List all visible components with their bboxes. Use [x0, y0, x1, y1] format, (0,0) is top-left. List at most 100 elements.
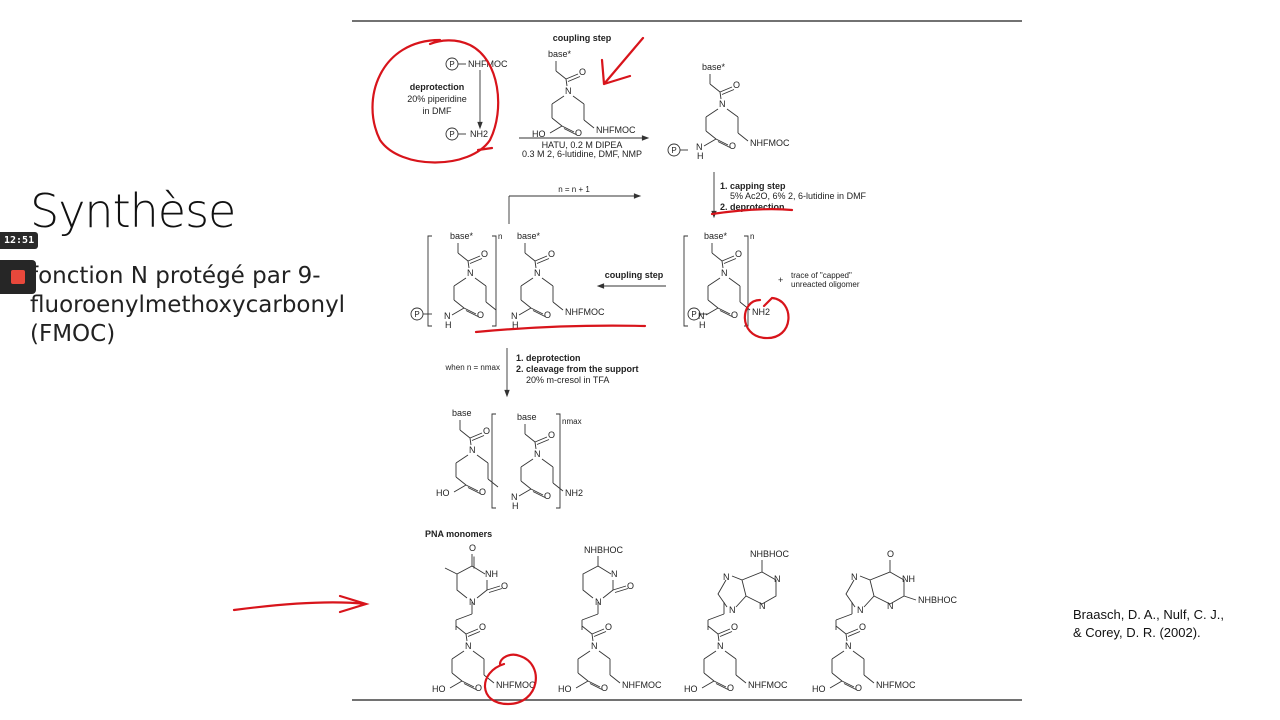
bond — [453, 299, 465, 309]
bond — [455, 454, 469, 464]
oxygen-label: O — [627, 581, 634, 591]
base-label: base* — [702, 62, 726, 72]
hydrogen-label: H — [512, 501, 519, 511]
oxygen-label: O — [469, 543, 476, 553]
terminal-label: NHFMOC — [750, 138, 790, 148]
bond — [467, 487, 481, 494]
terminal-label: NH2 — [565, 488, 583, 498]
terminal-label: NH2 — [752, 307, 770, 317]
nitrogen-label: N — [469, 445, 476, 455]
bond — [829, 680, 843, 689]
oxygen-label: O — [605, 622, 612, 632]
bond — [551, 95, 565, 105]
bond — [707, 625, 719, 635]
stop-recording-button[interactable] — [0, 260, 36, 294]
bond — [713, 680, 727, 688]
annotation-circle-amine — [743, 296, 790, 340]
oxygen-label: O — [859, 622, 866, 632]
bond — [705, 130, 717, 140]
bond — [726, 108, 739, 118]
ring-n: N — [729, 605, 736, 615]
nitrogen-label: N — [534, 449, 541, 459]
bond — [707, 613, 725, 621]
bond — [488, 588, 503, 593]
bond — [863, 674, 875, 684]
oxygen-label: O — [733, 80, 740, 90]
bond — [465, 484, 479, 492]
annotation-tick — [476, 146, 494, 152]
hydroxyl-label: HO — [436, 488, 450, 498]
recording-timer: 12:51 — [0, 232, 39, 249]
oxygen-label: O — [887, 549, 894, 559]
coupling-step-title: coupling step — [605, 270, 664, 280]
bond — [715, 138, 729, 146]
bond — [591, 628, 605, 635]
bond — [524, 252, 536, 262]
bond — [518, 307, 532, 316]
hydroxyl-label: HO — [432, 684, 446, 694]
oxygen-label: O — [501, 581, 508, 591]
resin-bead — [410, 307, 424, 321]
bond — [711, 252, 723, 262]
final-cleavage: 2. cleavage from the support — [516, 364, 639, 374]
thymine-ring — [456, 565, 488, 599]
repeat-n: n — [750, 232, 754, 241]
repeat-n: n — [498, 232, 502, 241]
bond — [701, 680, 715, 689]
terminal-label: NHFMOC — [876, 680, 916, 690]
bond — [703, 650, 717, 660]
nitrogen-label: N — [719, 99, 726, 109]
nitrogen-label: N — [444, 311, 451, 321]
coupling-arrow-head — [641, 135, 650, 141]
bond — [534, 255, 548, 262]
bond — [563, 128, 577, 135]
ring-n: N — [851, 572, 858, 582]
bond — [567, 76, 581, 82]
amine-label: NH2 — [470, 129, 488, 139]
terminal-label: NHFMOC — [748, 680, 788, 690]
ring-n: N — [723, 572, 730, 582]
bond — [583, 119, 595, 129]
hydroxyl-label: HO — [558, 684, 572, 694]
bond — [463, 683, 477, 690]
oxygen-label: O — [544, 491, 551, 501]
base-label: base* — [517, 231, 541, 241]
bond — [467, 255, 481, 262]
bond — [467, 631, 481, 637]
oxygen-label: O — [483, 426, 490, 436]
hydrogen-label: H — [699, 320, 706, 330]
nitrogen-label: N — [721, 268, 728, 278]
oxygen-label: O — [548, 249, 555, 259]
oxygen-label: O — [855, 683, 862, 693]
bond — [457, 252, 469, 262]
resin-bead — [445, 57, 459, 71]
nitrogen-label: N — [845, 641, 852, 651]
oxygen-label: O — [729, 141, 736, 151]
annotation-circle-fmoc — [483, 653, 537, 706]
bond — [737, 132, 749, 142]
resin-label: P — [414, 310, 419, 319]
hydroxyl-label: HO — [532, 129, 546, 139]
bond — [581, 613, 599, 621]
base-label: base — [452, 408, 472, 418]
hydrogen-label: H — [512, 320, 519, 330]
bond — [453, 277, 467, 287]
resin-bead — [667, 143, 681, 157]
bond — [705, 307, 719, 316]
nhbhoc-label: NHBHOC — [918, 595, 958, 605]
oxygen-label: O — [544, 310, 551, 320]
deprotection-reagent: 20% piperidine — [407, 94, 467, 104]
bond — [551, 117, 563, 127]
bond — [534, 436, 548, 443]
terminal-label: NHFMOC — [496, 680, 536, 690]
bond — [444, 567, 458, 575]
bond — [719, 91, 722, 100]
ring-n: N — [611, 569, 618, 579]
nitrogen-label: N — [511, 492, 518, 502]
ring-n: N — [887, 601, 894, 611]
bond — [530, 488, 544, 496]
oxygen-label: O — [481, 249, 488, 259]
bond — [449, 680, 463, 689]
hydrogen-label: H — [445, 320, 452, 330]
